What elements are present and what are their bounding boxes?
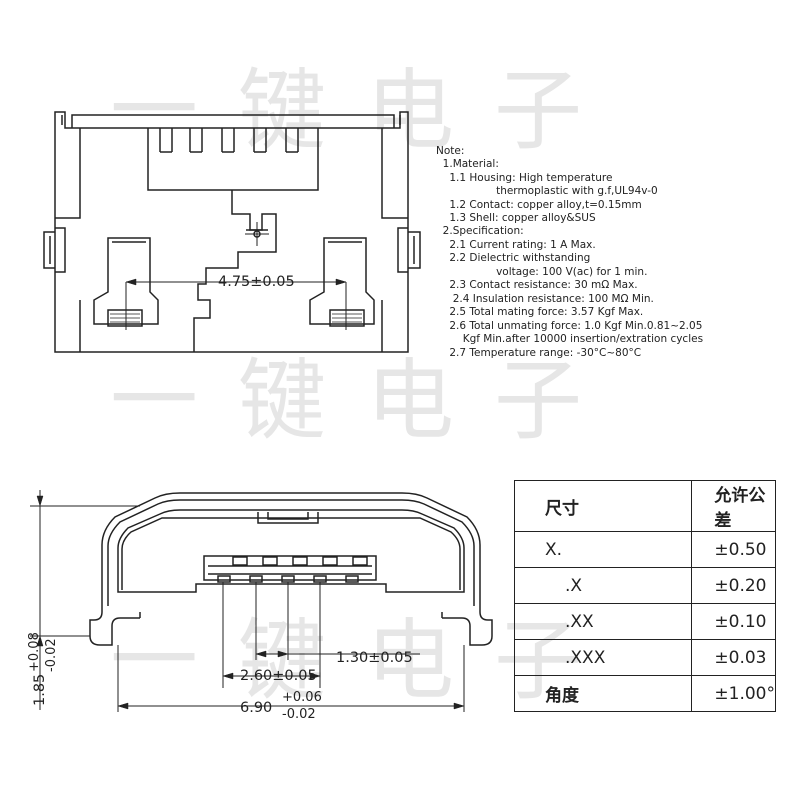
table-cell-dimension: .XX	[513, 603, 693, 640]
dim-height-base: 1.85	[32, 674, 48, 706]
dim-height-plus: +0.08	[27, 632, 42, 672]
note-line: 1.2 Contact: copper alloy,t=0.15mm	[436, 199, 642, 211]
top-view	[43, 111, 421, 353]
table-header-cell: 尺寸	[513, 480, 693, 532]
table-row: .XXX ±0.03	[513, 639, 776, 676]
note-line: voltage: 100 V(ac) for 1 min.	[436, 266, 648, 278]
note-line: 2.2 Dielectric withstanding	[436, 252, 591, 264]
table-row: .X ±0.20	[513, 567, 776, 604]
table-cell-tolerance: ±0.50	[691, 531, 776, 568]
table-cell-tolerance: ±1.00°	[691, 675, 776, 712]
dim-width-plus: +0.06	[282, 690, 322, 705]
table-cell-tolerance: ±0.20	[691, 567, 776, 604]
dim-pitch-top: 4.75±0.05	[218, 274, 295, 290]
note-line: 2.1 Current rating: 1 A Max.	[436, 239, 596, 251]
table-row: .XX ±0.10	[513, 603, 776, 640]
table-cell-tolerance: ±0.10	[691, 603, 776, 640]
tolerance-table: 尺寸 允许公差 X. ±0.50 .X ±0.20 .XX ±0.10 .XXX…	[513, 480, 776, 712]
table-cell-dimension: 角度	[513, 675, 693, 712]
dim-width-base: 6.90	[240, 700, 272, 716]
table-row: 角度 ±1.00°	[513, 675, 776, 712]
dim-width-minus: -0.02	[282, 707, 316, 722]
note-line: 1.1 Housing: High temperature	[436, 172, 613, 184]
note-line: 1.3 Shell: copper alloy&SUS	[436, 212, 596, 224]
front-view	[30, 490, 493, 712]
note-line: 1.Material:	[436, 158, 499, 170]
note-line: 2.6 Total unmating force: 1.0 Kgf Min.0.…	[436, 320, 703, 332]
table-cell-dimension: X.	[513, 531, 693, 568]
dim-pitch-mid: 2.60±0.05	[240, 668, 317, 684]
table-row: X. ±0.50	[513, 531, 776, 568]
note-line: Kgf Min.after 10000 insertion/extration …	[436, 333, 704, 345]
note-line: 2.5 Total mating force: 3.57 Kgf Max.	[436, 306, 644, 318]
dim-height-minus: -0.02	[44, 638, 59, 672]
watermark-middle: 一键电子	[110, 349, 623, 452]
table-cell-dimension: .XXX	[513, 639, 693, 676]
note-line: Note:	[436, 145, 465, 157]
table-cell-dimension: .X	[513, 567, 693, 604]
watermark-bottom: 一键电子	[110, 609, 623, 712]
note-line: 2.4 Insulation resistance: 100 MΩ Min.	[436, 293, 654, 305]
note-line: 2.Specification:	[436, 225, 524, 237]
note-line: 2.7 Temperature range: -30°C~80°C	[436, 347, 642, 359]
watermark-top: 一键电子	[110, 59, 623, 162]
note-line: thermoplastic with g.f,UL94v-0	[436, 185, 658, 197]
table-cell-tolerance: ±0.03	[691, 639, 776, 676]
table-header-cell: 允许公差	[691, 480, 776, 532]
dim-pitch-small: 1.30±0.05	[336, 650, 413, 666]
table-header-row: 尺寸 允许公差	[513, 480, 776, 532]
note-line: 2.3 Contact resistance: 30 mΩ Max.	[436, 279, 638, 291]
